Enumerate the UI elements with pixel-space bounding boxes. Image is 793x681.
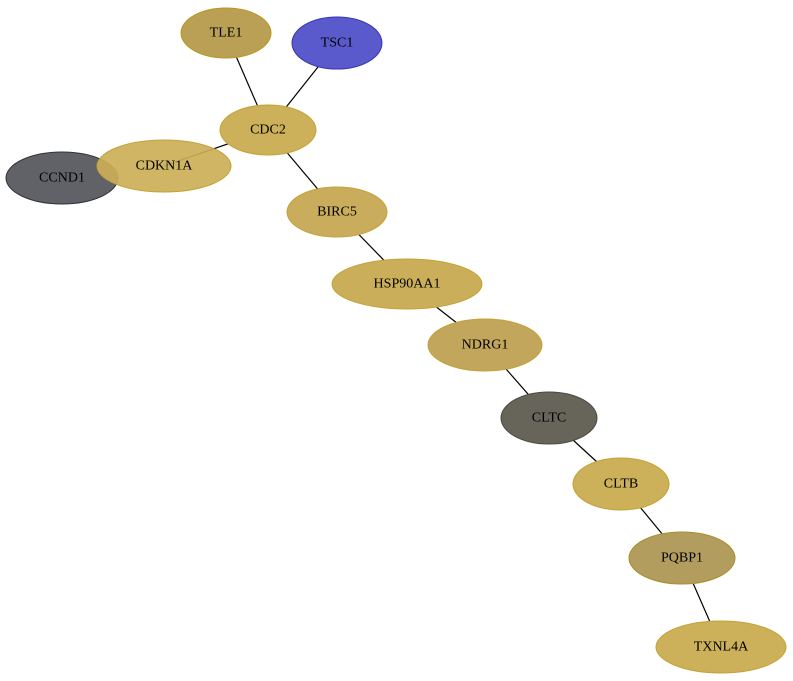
node-shape-ndrg1 bbox=[427, 318, 543, 372]
node-label-cdkn1a: CDKN1A bbox=[136, 159, 194, 174]
node-label-cdc2: CDC2 bbox=[250, 123, 286, 138]
node-shape-hsp90aa1 bbox=[331, 258, 483, 310]
node-label-cltc: CLTC bbox=[532, 411, 567, 426]
node-label-hsp90aa1: HSP90AA1 bbox=[374, 277, 441, 292]
node-label-cltb: CLTB bbox=[604, 477, 639, 492]
node-txnl4a[interactable]: TXNL4A bbox=[655, 620, 787, 674]
node-shape-txnl4a bbox=[655, 620, 787, 674]
node-shape-tle1 bbox=[180, 7, 272, 59]
node-label-txnl4a: TXNL4A bbox=[694, 640, 749, 655]
node-cltb[interactable]: CLTB bbox=[572, 457, 670, 511]
node-cdc2[interactable]: CDC2 bbox=[219, 104, 317, 156]
node-shape-cltc bbox=[500, 391, 598, 445]
node-shape-birc5 bbox=[286, 186, 388, 238]
node-hsp90aa1[interactable]: HSP90AA1 bbox=[331, 258, 483, 310]
node-shape-cdc2 bbox=[219, 104, 317, 156]
node-label-ccnd1: CCND1 bbox=[39, 171, 85, 186]
node-shape-cltb bbox=[572, 457, 670, 511]
node-label-pqbp1: PQBP1 bbox=[661, 551, 703, 566]
node-cdkn1a[interactable]: CDKN1A bbox=[96, 139, 232, 193]
node-label-birc5: BIRC5 bbox=[317, 205, 357, 220]
node-tsc1[interactable]: TSC1 bbox=[291, 16, 383, 70]
node-shape-cdkn1a bbox=[96, 139, 232, 193]
node-ndrg1[interactable]: NDRG1 bbox=[427, 318, 543, 372]
node-label-ndrg1: NDRG1 bbox=[462, 338, 509, 353]
node-shape-tsc1 bbox=[291, 16, 383, 70]
node-birc5[interactable]: BIRC5 bbox=[286, 186, 388, 238]
node-label-tle1: TLE1 bbox=[210, 26, 243, 41]
node-tle1[interactable]: TLE1 bbox=[180, 7, 272, 59]
node-label-tsc1: TSC1 bbox=[321, 36, 354, 51]
node-pqbp1[interactable]: PQBP1 bbox=[628, 531, 736, 585]
node-cltc[interactable]: CLTC bbox=[500, 391, 598, 445]
node-shape-pqbp1 bbox=[628, 531, 736, 585]
